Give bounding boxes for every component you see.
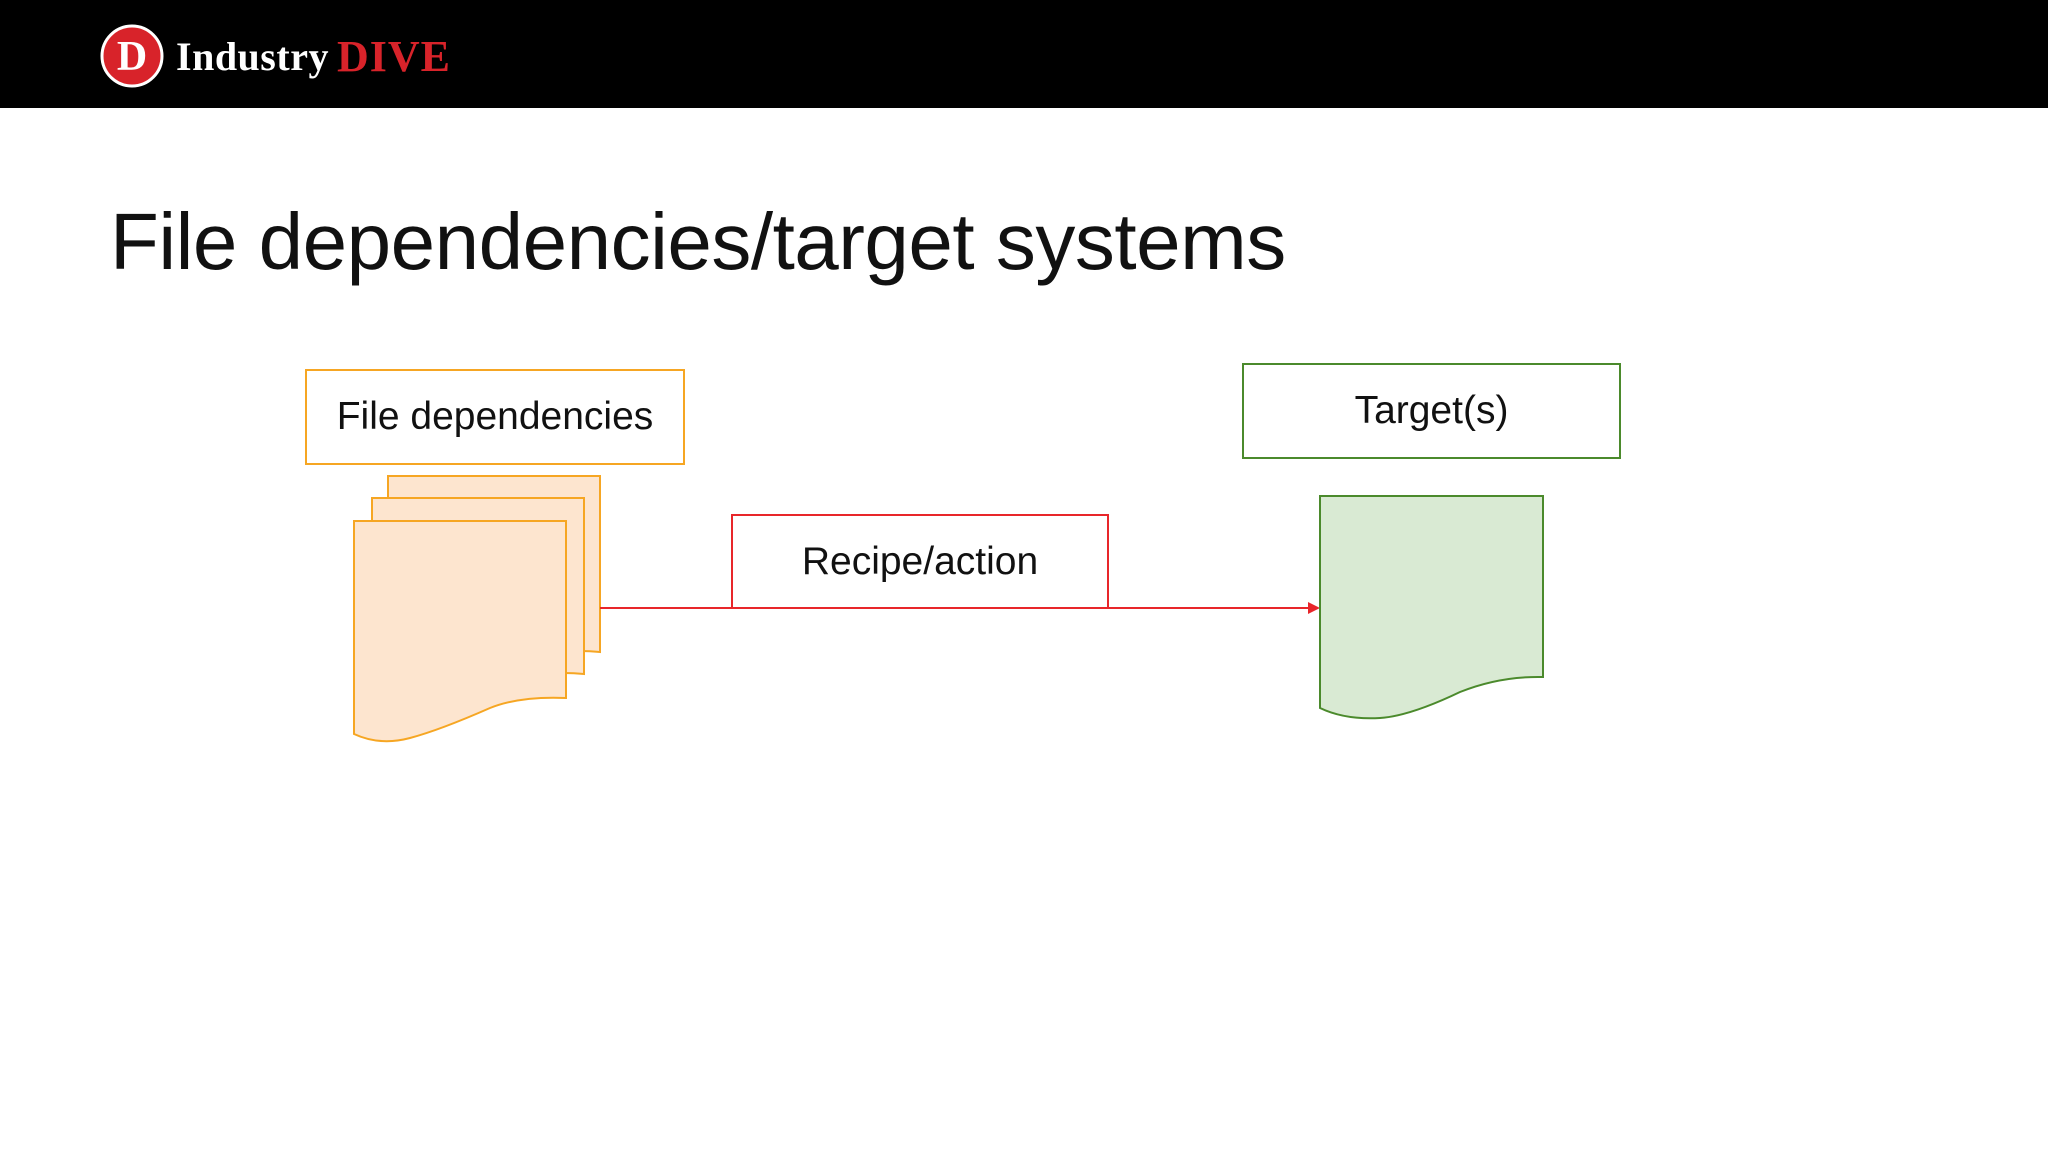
document-stack-icon	[353, 475, 601, 743]
document-icon	[1319, 495, 1544, 720]
logo-d-icon: D	[100, 24, 164, 88]
logo-text-dive: DIVE	[336, 31, 451, 81]
header-bar: D Industry DIVE	[0, 0, 2048, 108]
page-title: File dependencies/target systems	[110, 197, 1286, 286]
industry-dive-logo[interactable]: D Industry DIVE	[92, 24, 451, 88]
targets-box[interactable]: Target(s)	[1242, 363, 1621, 459]
file-dependencies-box[interactable]: File dependencies	[305, 369, 685, 465]
targets-label: Target(s)	[1354, 389, 1509, 432]
logo-text-industry: Industry	[176, 33, 329, 79]
recipe-action-box[interactable]: Recipe/action	[731, 514, 1109, 609]
document-front	[353, 520, 567, 743]
arrow-head	[1308, 602, 1320, 614]
recipe-action-label: Recipe/action	[801, 539, 1039, 583]
logo-letter: D	[117, 34, 147, 80]
file-dependencies-label: File dependencies	[336, 395, 654, 438]
